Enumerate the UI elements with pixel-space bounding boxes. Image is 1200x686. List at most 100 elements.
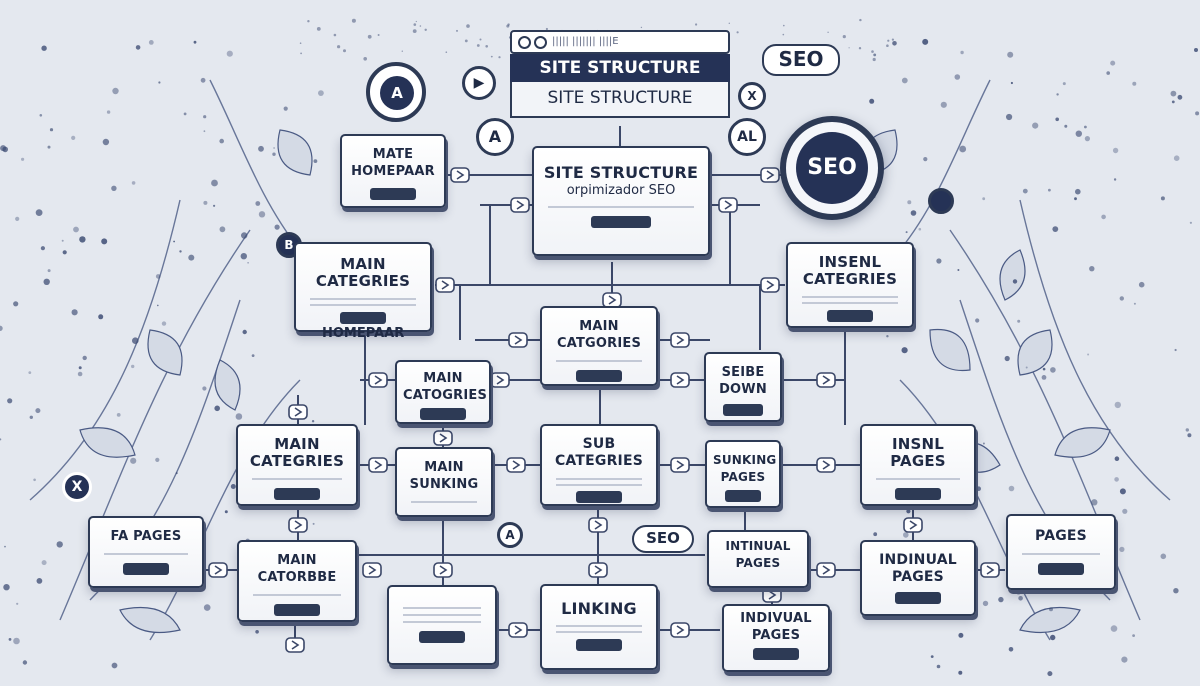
node-main-sunking: MAIN SUNKING — [395, 447, 493, 517]
decor-dot — [241, 232, 248, 239]
decor-dot — [273, 147, 275, 149]
chevron-right-icon — [512, 460, 521, 470]
decor-dot — [873, 53, 877, 57]
decor-dot — [343, 49, 346, 53]
decor-dot — [783, 24, 785, 27]
node-main-categries: MAIN CATEGRIES — [294, 242, 432, 332]
window-controls — [518, 36, 550, 57]
decor-dot — [998, 596, 1004, 603]
decor-dot — [1132, 634, 1135, 637]
decor-dot — [316, 27, 321, 31]
decor-dot — [130, 457, 137, 464]
decor-dot — [4, 545, 6, 548]
chevron-right-icon — [766, 280, 775, 290]
chevron-right-icon — [439, 433, 448, 443]
decor-dot — [13, 301, 19, 307]
decor-dot — [313, 159, 318, 164]
decor-dot — [1025, 366, 1028, 369]
decor-dot — [901, 347, 908, 354]
chevron-right-icon — [608, 295, 617, 305]
node-button — [370, 188, 416, 200]
decor-dot — [272, 152, 276, 156]
node-title: MAIN CATEGRIES — [315, 255, 411, 290]
connector-joint — [433, 562, 453, 578]
node-button — [725, 490, 761, 502]
decor-dot — [1042, 367, 1046, 371]
decor-dot — [219, 138, 224, 144]
decor-dot — [892, 41, 897, 46]
decor-dot — [1062, 82, 1066, 86]
decor-dot — [15, 216, 20, 221]
decor-dot — [958, 632, 964, 638]
decor-dot — [203, 130, 206, 133]
decor-dot — [1008, 647, 1014, 652]
decor-dot — [79, 236, 86, 243]
decor-dot — [1171, 100, 1175, 104]
decor-dot — [1160, 196, 1165, 201]
node-button — [274, 604, 320, 616]
decor-dot — [640, 26, 643, 29]
decor-dot — [77, 371, 83, 377]
decor-dot — [936, 258, 942, 264]
close-icon: X — [62, 472, 92, 502]
node-title: MAIN CATGORIES — [556, 319, 642, 351]
decor-dot — [1049, 607, 1053, 612]
chevron-right-icon — [374, 375, 383, 385]
decor-dot — [960, 50, 964, 55]
decor-dot — [132, 337, 139, 345]
decor-dot — [1101, 214, 1106, 220]
decor-dot — [183, 112, 187, 116]
decor-dot — [901, 77, 908, 84]
seo-pill: SEO — [632, 525, 694, 553]
decor-dot — [175, 472, 178, 475]
node-button — [895, 488, 941, 500]
connector-joint — [368, 372, 388, 388]
decor-dot — [891, 38, 895, 41]
chevron-right-icon — [516, 200, 525, 210]
decor-dot — [872, 57, 876, 62]
decor-dot — [102, 138, 110, 146]
decor-dot — [858, 47, 862, 50]
chevron-right-icon — [374, 460, 383, 470]
node-button — [895, 592, 941, 604]
decor-dot — [148, 40, 154, 45]
decor-dot — [0, 325, 3, 331]
decor-dot — [71, 135, 76, 140]
decor-dot — [351, 18, 356, 23]
browser-window: ||||| ||||||| ||||E SITE STRUCTURE SITE … — [510, 30, 730, 126]
decor-dot — [1050, 367, 1056, 373]
decor-dot — [506, 24, 510, 28]
a-icon: A — [497, 522, 523, 548]
connector-joint — [490, 372, 510, 388]
connector-joint — [718, 197, 738, 213]
connector-joint — [670, 372, 690, 388]
decor-dot — [131, 181, 136, 185]
decor-dot — [415, 20, 417, 23]
decor-dot — [224, 510, 228, 514]
decor-dot — [1114, 477, 1119, 482]
decor-dot — [158, 81, 161, 84]
decor-dot — [476, 44, 480, 47]
close-icon: X — [738, 82, 766, 110]
decor-dot — [848, 47, 850, 49]
decor-dot — [1084, 136, 1090, 142]
connector-joint — [435, 277, 455, 293]
decor-dot — [307, 20, 310, 23]
node-title: FA PAGES — [110, 529, 182, 544]
decor-dot — [28, 371, 32, 374]
decor-dot — [456, 29, 458, 32]
node-button — [827, 310, 873, 322]
a-icon: A — [366, 62, 426, 122]
decor-dot — [41, 45, 47, 51]
decor-dot — [1132, 81, 1137, 86]
decor-dot — [255, 201, 261, 206]
decor-dot — [918, 227, 922, 231]
connector-joint — [816, 562, 836, 578]
seo-ring-label: SEO — [796, 132, 868, 204]
decor-dot — [466, 24, 470, 28]
decor-dot — [1008, 485, 1015, 492]
decor-dot — [1022, 188, 1028, 194]
decor-dot — [419, 25, 422, 27]
decor-dot — [1160, 553, 1167, 560]
